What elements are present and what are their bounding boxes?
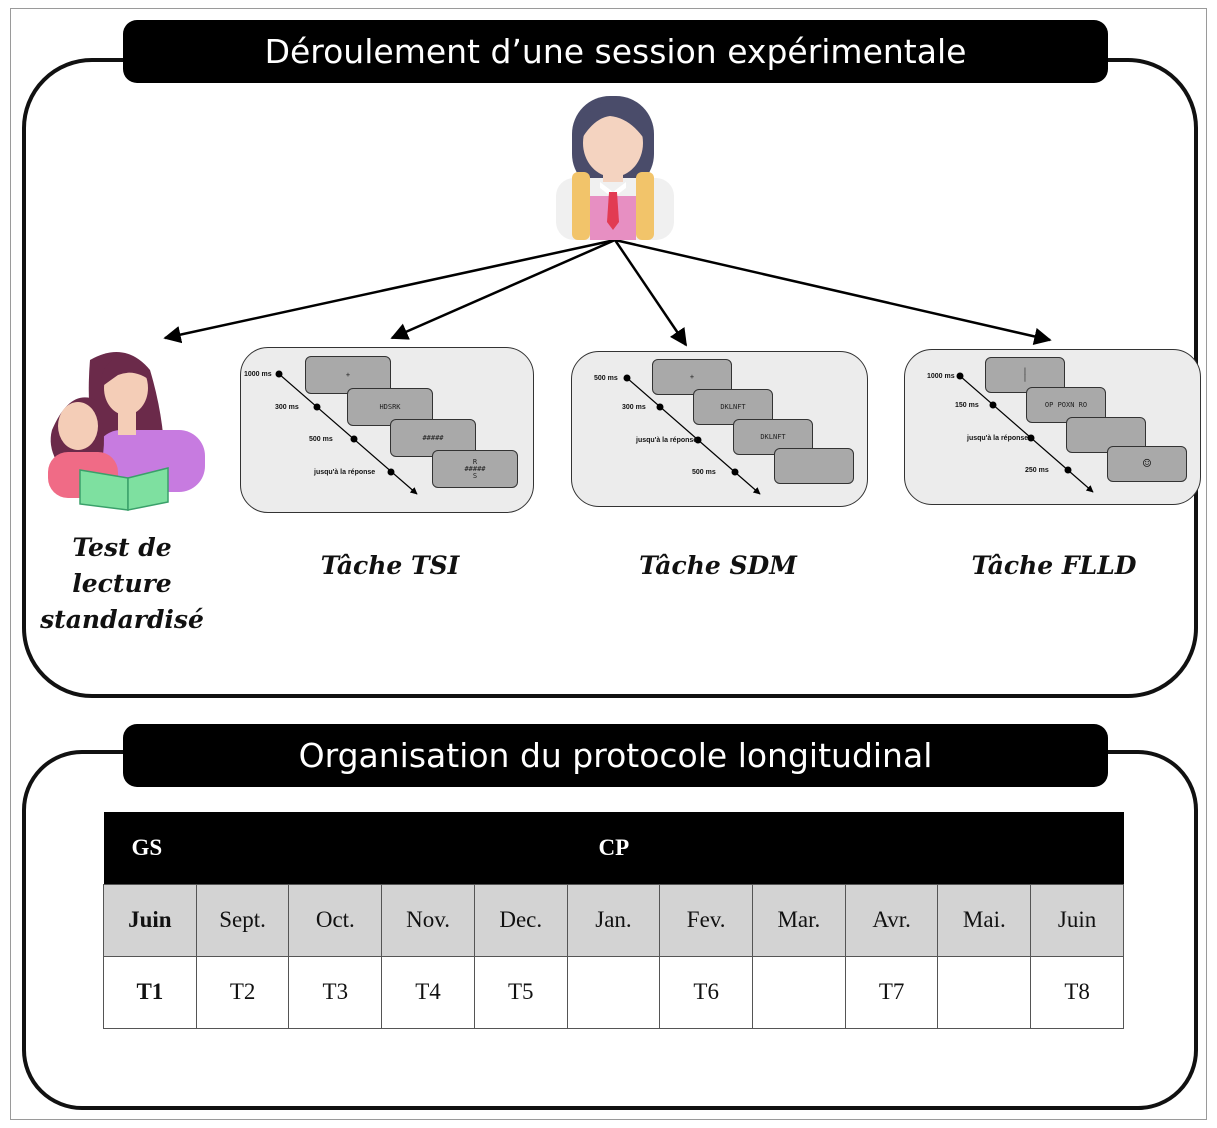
month-cell: Jan. xyxy=(566,883,661,957)
month-cell: Juin xyxy=(1030,883,1124,957)
tsi-time-2: 300 ms xyxy=(275,404,299,411)
month-cell: Fev. xyxy=(659,883,754,957)
flld-label: Tâche FLLD xyxy=(971,551,1137,580)
sdm-time-2: 300 ms xyxy=(622,404,646,411)
protocol-title: Organisation du protocole longitudinal xyxy=(123,724,1108,787)
flld-time-4: 250 ms xyxy=(1025,467,1049,474)
month-cell: Juin xyxy=(103,883,197,957)
arrow-to-flld xyxy=(614,238,1052,345)
month-cell: Avr. xyxy=(844,883,939,957)
month-cell: Mar. xyxy=(752,883,846,957)
flld-timeline: 1000 ms 150 ms jusqu'à la réponse 250 ms… xyxy=(904,349,1201,505)
session-cell: T1 xyxy=(103,955,197,1029)
sdm-time-4: 500 ms xyxy=(692,469,716,476)
session-cell xyxy=(566,955,661,1029)
sdm-timeline: 500 ms 300 ms jusqu'à la réponse 500 ms … xyxy=(571,351,868,507)
tsi-screen-1: + xyxy=(305,356,391,394)
month-cell: Sept. xyxy=(195,883,290,957)
reading-mother-child-icon xyxy=(48,352,205,511)
session-cell: T2 xyxy=(195,955,290,1029)
flld-screen-4: ☺ xyxy=(1107,446,1187,482)
sdm-screen-1: + xyxy=(652,359,732,395)
session-cell: T3 xyxy=(288,955,383,1029)
reading-test-label: Test de lecture standardisé xyxy=(22,530,222,638)
arrow-to-reading-test xyxy=(163,238,616,344)
header-gs: GS xyxy=(103,812,197,884)
school-year-header-row: GS CP xyxy=(103,812,1124,884)
session-cell: T8 xyxy=(1030,955,1124,1029)
sdm-time-1: 500 ms xyxy=(594,375,618,382)
month-cell: Dec. xyxy=(473,883,568,957)
tsi-time-4: jusqu'à la réponse xyxy=(314,469,376,476)
month-cell: Mai. xyxy=(937,883,1032,957)
tsi-timeline: 1000 ms 300 ms 500 ms jusqu'à la réponse… xyxy=(240,347,534,513)
arrow-to-sdm xyxy=(613,239,688,347)
tsi-time-3: 500 ms xyxy=(309,436,333,443)
tsi-time-1: 1000 ms xyxy=(244,371,272,378)
tsi-screen-4-bot: S xyxy=(472,471,478,480)
month-cell: Oct. xyxy=(288,883,383,957)
month-cell: Nov. xyxy=(381,883,475,957)
sdm-time-3: jusqu'à la réponse xyxy=(636,437,698,444)
flld-screen-1-top: | xyxy=(1022,367,1028,375)
session-cell xyxy=(752,955,846,1029)
reading-test-label-line1: Test de lecture xyxy=(72,533,172,598)
header-cp: CP xyxy=(196,812,1124,884)
tsi-screen-4-mid: ##### xyxy=(464,464,486,473)
child-student-icon xyxy=(556,96,674,240)
session-title: Déroulement d’une session expérimentale xyxy=(123,20,1108,83)
flld-screen-1-bot: | xyxy=(1022,374,1028,382)
flld-time-1: 1000 ms xyxy=(927,373,955,380)
figure-frame xyxy=(10,8,1207,1120)
sessions-row: T1 T2 T3 T4 T5 T6 T7 T8 xyxy=(103,955,1124,1029)
tsi-label: Tâche TSI xyxy=(320,551,460,580)
session-cell: T5 xyxy=(473,955,568,1029)
session-cell xyxy=(937,955,1032,1029)
tsi-screen-4-top: R xyxy=(472,457,478,466)
session-cell: T6 xyxy=(659,955,754,1029)
tsi-screen-2: HDSRK xyxy=(347,388,433,426)
flld-time-3: jusqu'à la réponse xyxy=(967,435,1029,442)
protocol-table: GS CP Juin Sept. Oct. Nov. Dec. Jan. Fev… xyxy=(103,812,1124,1029)
flld-time-2: 150 ms xyxy=(955,402,979,409)
flow-arrows xyxy=(48,96,1052,511)
tsi-screen-4: R ##### S xyxy=(432,450,518,488)
months-row: Juin Sept. Oct. Nov. Dec. Jan. Fev. Mar.… xyxy=(103,883,1124,957)
arrow-to-tsi xyxy=(390,238,616,340)
session-cell: T4 xyxy=(381,955,475,1029)
reading-test-label-line2: standardisé xyxy=(40,605,204,634)
session-cell: T7 xyxy=(844,955,939,1029)
sdm-screen-4 xyxy=(774,448,854,484)
sdm-label: Tâche SDM xyxy=(639,551,797,580)
